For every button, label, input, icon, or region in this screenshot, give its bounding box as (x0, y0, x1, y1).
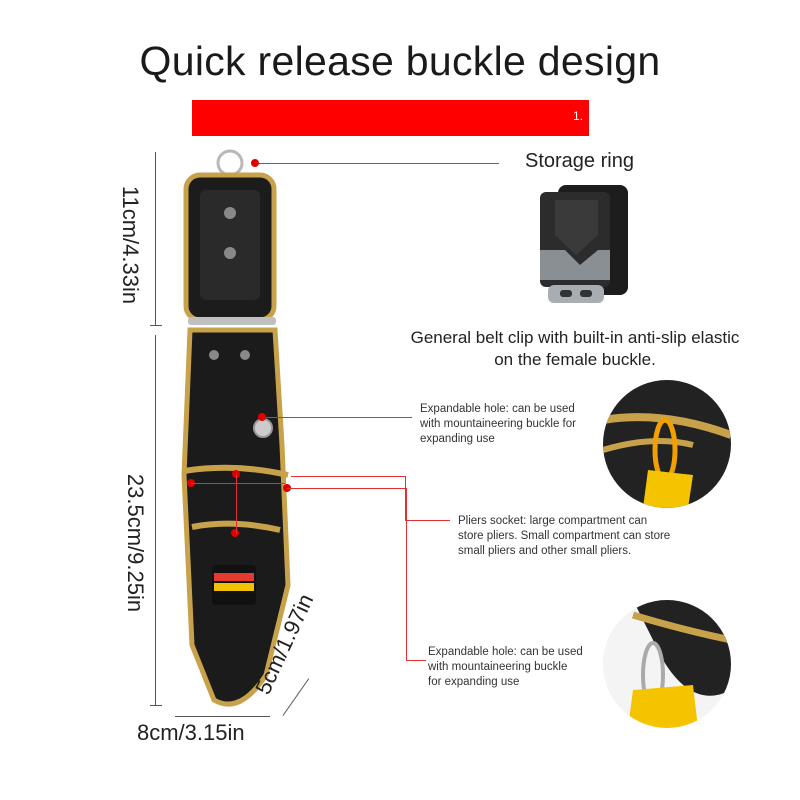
dim-tick (150, 325, 162, 326)
detail-photo-carabiner-2 (603, 600, 731, 728)
storage-ring-shape (216, 149, 244, 177)
rivet (209, 350, 219, 360)
yellow-stripe (214, 583, 254, 591)
banner-text: 1. (572, 109, 583, 123)
red-banner: 1. (192, 100, 589, 136)
pointer-line (266, 417, 412, 418)
pointer-line (405, 476, 406, 520)
pointer-line (291, 476, 405, 477)
pointer-line (406, 488, 407, 660)
pointer-line (406, 660, 426, 661)
pointer-line (236, 474, 237, 534)
body-dim-line (155, 335, 156, 705)
pointer-line (259, 163, 499, 164)
clip-slot (580, 290, 592, 297)
rivet (224, 247, 236, 259)
width-dim-line (175, 716, 270, 717)
pointer-line (191, 483, 285, 484)
pocket-trim (183, 464, 289, 478)
rivet (240, 350, 250, 360)
width-label: 8cm/3.15in (137, 720, 245, 745)
belt-clip-label: General belt clip with built-in anti-sli… (410, 328, 740, 369)
top-tab-panel (200, 190, 260, 300)
red-stripe (214, 573, 254, 581)
marker-dot (231, 529, 239, 537)
rivet (224, 207, 236, 219)
pliers-socket-label: Pliers socket: large compartment can sto… (458, 515, 671, 557)
expandable-hole-shape (253, 418, 273, 438)
clip-buckle (548, 285, 604, 303)
clip-ridges (555, 200, 598, 255)
page-title: Quick release buckle design (139, 38, 661, 84)
metal-bar (188, 317, 276, 325)
pocket-trim (191, 520, 281, 533)
marker-dot (258, 413, 266, 421)
top-height-label: 11cm/4.33in (118, 185, 143, 305)
storage-ring-label: Storage ring (525, 150, 634, 172)
dim-tick (150, 705, 162, 706)
pointer-line (405, 520, 450, 521)
height-dim-line (155, 152, 156, 325)
pointer-line (287, 488, 407, 489)
detail-photo-carabiner-1 (603, 380, 731, 508)
marker-dot (251, 159, 259, 167)
belt-clip-image (540, 185, 628, 303)
expandable-hole-label-2: Expandable hole: can be used with mounta… (428, 646, 583, 688)
body-height-label: 23.5cm/9.25in (123, 473, 148, 613)
clip-slot (560, 290, 572, 297)
clip-metal-plate (540, 250, 610, 280)
expandable-hole-label-1: Expandable hole: can be used with mounta… (420, 403, 576, 445)
